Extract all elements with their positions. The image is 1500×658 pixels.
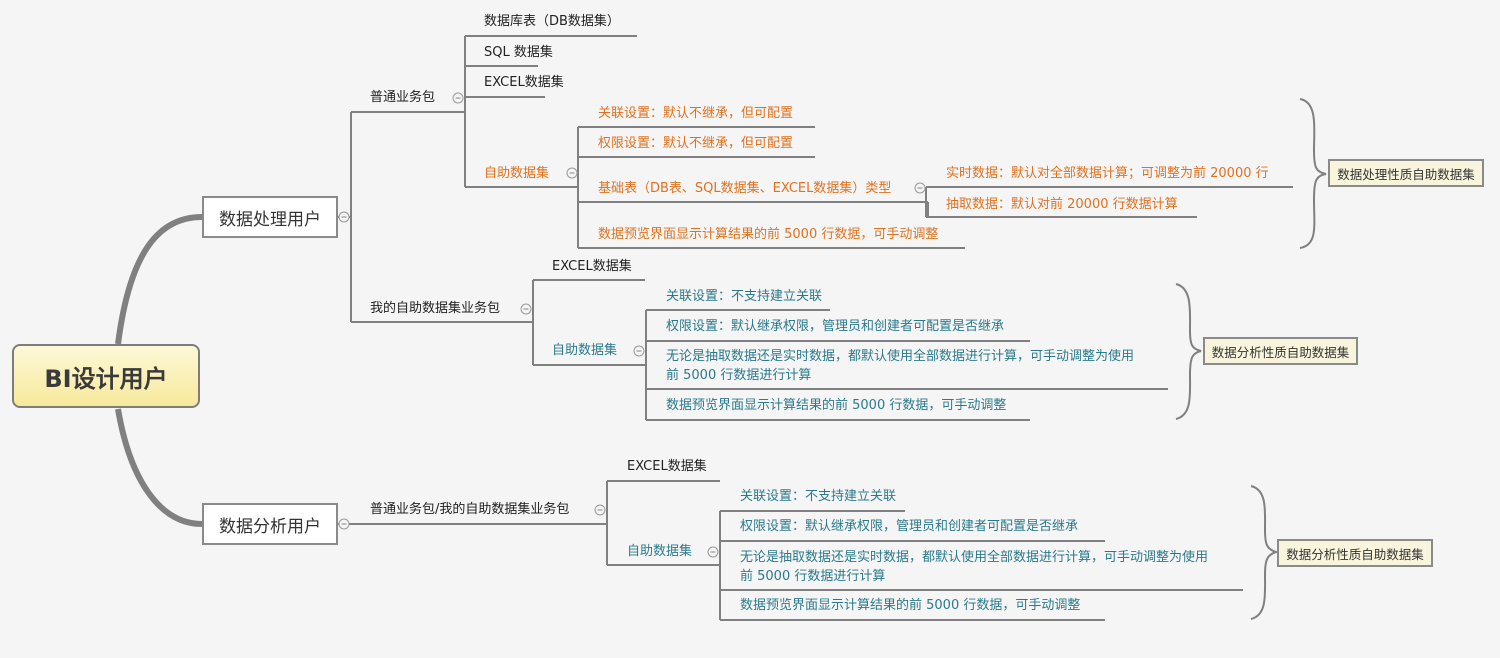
brace-my-package bbox=[1175, 283, 1202, 420]
analysis-connector bbox=[338, 480, 720, 566]
node-analysis-user[interactable]: 数据分析用户 bbox=[202, 503, 338, 545]
node-db-table[interactable]: 数据库表（DB数据集） bbox=[484, 14, 620, 29]
brace-analysis bbox=[1250, 485, 1280, 620]
node-preview-rows[interactable]: 数据预览界面显示计算结果的前 5000 行数据，可手动调整 bbox=[666, 398, 1007, 413]
node-my-package[interactable]: 我的自助数据集业务包 bbox=[370, 301, 501, 316]
node-calculation-note-line2: 前 5000 行数据进行计算 bbox=[740, 569, 886, 584]
normal-package-connector bbox=[464, 35, 637, 188]
node-package[interactable]: 普通业务包/我的自助数据集业务包 bbox=[370, 502, 570, 517]
node-permission-setting[interactable]: 权限设置：默认继承权限，管理员和创建者可配置是否继承 bbox=[740, 519, 1079, 534]
collapse-icon[interactable] bbox=[338, 518, 350, 530]
node-self-service-dataset[interactable]: 自助数据集 bbox=[627, 544, 693, 559]
summary-analysis[interactable]: 数据分析性质自助数据集 bbox=[1277, 539, 1433, 567]
my-package-connector bbox=[532, 279, 646, 366]
collapse-icon[interactable] bbox=[633, 345, 645, 357]
root-node[interactable]: BI设计用户 bbox=[12, 344, 200, 408]
summary-analysis[interactable]: 数据分析性质自助数据集 bbox=[1203, 337, 1358, 365]
collapse-icon[interactable] bbox=[914, 182, 926, 194]
base-table-connector bbox=[925, 186, 1293, 218]
summary-processing[interactable]: 数据处理性质自助数据集 bbox=[1328, 159, 1484, 187]
my-self-service-connector bbox=[645, 309, 1168, 421]
node-calculation-note[interactable]: 无论是抽取数据还是实时数据，都默认使用全部数据进行计算，可手动调整为使用 bbox=[666, 349, 1135, 364]
node-extract-data[interactable]: 抽取数据：默认对前 20000 行数据计算 bbox=[946, 197, 1178, 212]
processing-connector bbox=[338, 111, 533, 323]
node-realtime-data[interactable]: 实时数据：默认对全部数据计算；可调整为前 20000 行 bbox=[946, 166, 1269, 181]
node-calculation-note[interactable]: 无论是抽取数据还是实时数据，都默认使用全部数据进行计算，可手动调整为使用 bbox=[740, 550, 1209, 565]
collapse-icon[interactable] bbox=[566, 167, 578, 179]
collapse-icon[interactable] bbox=[594, 504, 606, 516]
node-self-service-dataset[interactable]: 自助数据集 bbox=[484, 166, 550, 181]
node-preview-rows[interactable]: 数据预览界面显示计算结果的前 5000 行数据，可手动调整 bbox=[740, 598, 1081, 613]
brace-processing bbox=[1299, 98, 1327, 249]
node-base-table-type[interactable]: 基础表（DB表、SQL数据集、EXCEL数据集）类型 bbox=[598, 181, 892, 196]
node-relation-setting[interactable]: 关联设置：不支持建立关联 bbox=[666, 289, 823, 304]
node-calculation-note-line2: 前 5000 行数据进行计算 bbox=[666, 368, 812, 383]
node-processing-user[interactable]: 数据处理用户 bbox=[202, 196, 338, 238]
analysis-self-service-connector bbox=[719, 510, 1243, 621]
node-permission-setting[interactable]: 权限设置：默认继承权限，管理员和创建者可配置是否继承 bbox=[666, 319, 1005, 334]
node-normal-package[interactable]: 普通业务包 bbox=[370, 90, 436, 105]
node-self-service-dataset[interactable]: 自助数据集 bbox=[552, 343, 618, 358]
node-sql-dataset[interactable]: SQL 数据集 bbox=[484, 45, 553, 60]
node-permission-setting[interactable]: 权限设置：默认不继承，但可配置 bbox=[598, 136, 794, 151]
node-excel-dataset[interactable]: EXCEL数据集 bbox=[627, 459, 707, 474]
node-preview-rows[interactable]: 数据预览界面显示计算结果的前 5000 行数据，可手动调整 bbox=[598, 227, 939, 242]
root-branch-bottom bbox=[115, 408, 203, 527]
node-excel-dataset[interactable]: EXCEL数据集 bbox=[552, 259, 632, 274]
node-relation-setting[interactable]: 关联设置：不支持建立关联 bbox=[740, 489, 897, 504]
collapse-icon[interactable] bbox=[707, 546, 719, 558]
collapse-icon[interactable] bbox=[520, 303, 532, 315]
collapse-icon[interactable] bbox=[452, 92, 464, 104]
node-relation-setting[interactable]: 关联设置：默认不继承，但可配置 bbox=[598, 106, 794, 121]
collapse-icon[interactable] bbox=[338, 211, 350, 223]
self-service-connector bbox=[577, 126, 965, 249]
root-branch-top bbox=[115, 214, 203, 345]
node-excel-dataset[interactable]: EXCEL数据集 bbox=[484, 75, 564, 90]
